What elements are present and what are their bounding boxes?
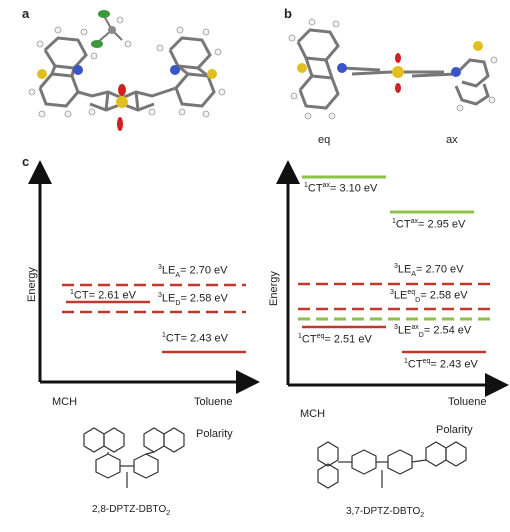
left-x-label-toluene: Toluene: [194, 396, 233, 408]
right-le-a-value: 2.70 eV: [425, 263, 464, 276]
right-ct-ax-tol-label: 1CTax= 2.95 eV: [392, 218, 466, 231]
left-le-d-value: 2.58 eV: [189, 292, 228, 305]
right-ct-ax-mch-value: 3.10 eV: [339, 182, 378, 195]
molecule-left-name: 2,8-DPTZ-DBTO2: [92, 504, 171, 517]
label-ax: ax: [446, 134, 458, 146]
left-ct-mch-value: 2.61 eV: [98, 289, 136, 302]
label-eq: eq: [318, 134, 331, 146]
left-polarity-label: Polarity: [196, 428, 233, 440]
right-x-label-mch: MCH: [300, 408, 326, 420]
panel-letter-b: b: [284, 6, 292, 21]
right-ct-ax-mch-label: 1CTax= 3.10 eV: [304, 182, 378, 195]
left-le-a-label: 3LEA= 2.70 eV: [158, 264, 228, 279]
left-ct-tol-label: 1CT= 2.43 eV: [162, 332, 228, 345]
right-ct-ax-tol-value: 2.95 eV: [427, 218, 466, 231]
right-polarity-label: Polarity: [436, 424, 473, 436]
right-le-a-label: 3LEA= 2.70 eV: [394, 263, 464, 278]
right-ct-eq-tol-value: 2.43 eV: [439, 358, 478, 371]
right-le-ax-d-value: 2.54 eV: [433, 324, 472, 337]
right-y-axis-label: Energy: [268, 271, 280, 306]
right-le-ax-d-label: 3LEaxD= 2.54 eV: [394, 324, 472, 339]
left-le-a-value: 2.70 eV: [189, 264, 228, 277]
right-x-label-toluene: Toluene: [448, 396, 487, 408]
panel-letter-c: c: [22, 154, 30, 169]
left-x-label-mch: MCH: [52, 396, 78, 408]
panel-letter-a: a: [22, 6, 30, 21]
molecule-right-name: 3,7-DPTZ-DBTO2: [346, 506, 425, 519]
right-le-eq-d-value: 2.58 eV: [429, 289, 468, 302]
molecule-left-structure: [83, 427, 185, 488]
right-ct-eq-mch-value: 2.51 eV: [333, 333, 372, 346]
left-ct-mch-label: 1CT= 2.61 eV: [70, 289, 136, 302]
left-y-axis-label: Energy: [26, 267, 38, 302]
left-ct-tol-value: 2.43 eV: [190, 332, 228, 345]
left-le-d-label: 3LED= 2.58 eV: [158, 292, 228, 307]
right-le-eq-d-label: 3LEeqD= 2.58 eV: [390, 289, 468, 304]
right-ct-eq-tol-label: 1CTeq= 2.43 eV: [404, 358, 478, 371]
right-ct-eq-mch-label: 1CTeq= 2.51 eV: [298, 333, 372, 346]
molecule-right-structure: [317, 441, 467, 489]
